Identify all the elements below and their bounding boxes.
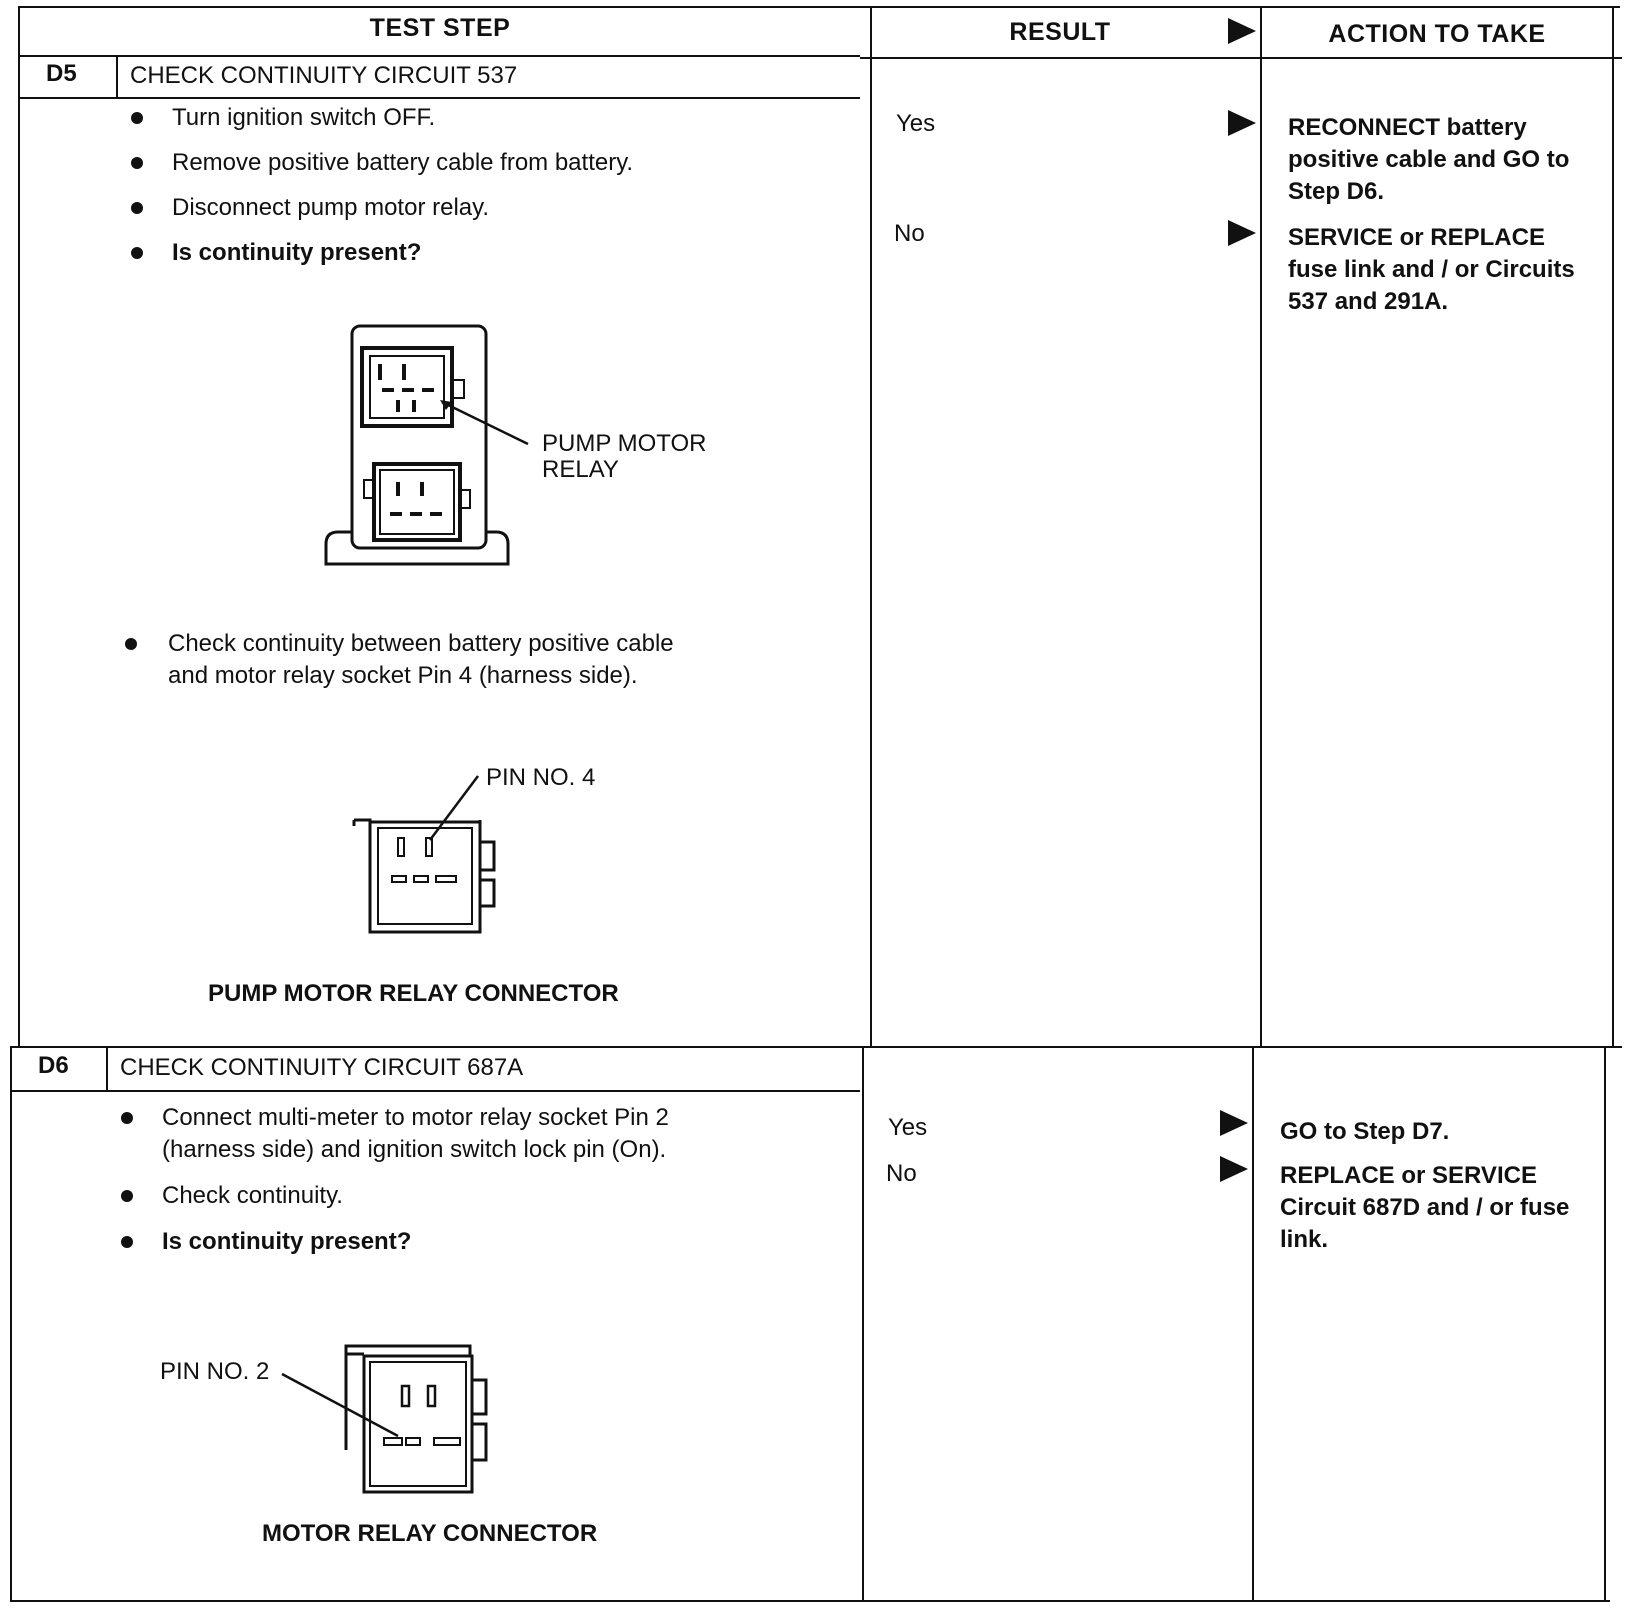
header-test-step: TEST STEP bbox=[369, 14, 511, 42]
action-line: link. bbox=[1280, 1226, 1329, 1253]
result-col-left-top bbox=[870, 6, 872, 1046]
table-top-border bbox=[20, 6, 1620, 8]
result-arrow-icon bbox=[1228, 220, 1256, 246]
step-divider bbox=[10, 1046, 1622, 1048]
result-arrow-icon bbox=[1228, 110, 1256, 136]
bullet-icon bbox=[131, 112, 143, 124]
d6-question: Is continuity present? bbox=[162, 1228, 412, 1255]
d5-action-no: SERVICE or REPLACE fuse link and / or Ci… bbox=[1288, 222, 1575, 318]
action-line: REPLACE or SERVICE bbox=[1280, 1162, 1537, 1189]
action-line: 537 and 291A. bbox=[1288, 288, 1449, 315]
pump-motor-relay-label-1: PUMP MOTOR bbox=[542, 430, 707, 457]
d5-step-id: D5 bbox=[46, 60, 77, 87]
action-line: RECONNECT battery bbox=[1288, 114, 1527, 141]
left-border-top bbox=[18, 6, 20, 1046]
d5-instruction: Remove positive battery cable from batte… bbox=[172, 149, 634, 176]
pin-4-label: PIN NO. 4 bbox=[486, 764, 596, 791]
d5-step-title: CHECK CONTINUITY CIRCUIT 537 bbox=[130, 62, 518, 89]
d5-question: Is continuity present? bbox=[172, 239, 422, 266]
motor-relay-connector-caption: MOTOR RELAY CONNECTOR bbox=[262, 1520, 598, 1547]
pump-motor-relay-connector-caption: PUMP MOTOR RELAY CONNECTOR bbox=[208, 980, 619, 1007]
result-arrow-icon bbox=[1220, 1156, 1248, 1182]
d5-result-yes: Yes bbox=[896, 110, 936, 137]
action-line: positive cable and GO to bbox=[1288, 146, 1570, 173]
d6-instruction: Check continuity. bbox=[162, 1182, 343, 1209]
bullet-icon bbox=[131, 202, 143, 214]
d6-action-no: REPLACE or SERVICE Circuit 687D and / or… bbox=[1280, 1160, 1569, 1256]
header-result: RESULT bbox=[1009, 18, 1111, 46]
right-border-bottom bbox=[1604, 1046, 1606, 1602]
d5-action-yes: RECONNECT battery positive cable and GO … bbox=[1288, 112, 1569, 208]
bullet-icon bbox=[125, 638, 137, 650]
table-bottom-border bbox=[10, 1600, 1610, 1602]
d5-id-separator bbox=[116, 55, 118, 97]
pump-motor-relay-label-2: RELAY bbox=[542, 456, 619, 483]
pump-motor-relay-connector-diagram bbox=[352, 775, 496, 934]
left-border-bottom bbox=[10, 1046, 12, 1602]
d6-step-id: D6 bbox=[38, 1052, 69, 1079]
d6-title-divider bbox=[10, 1090, 860, 1092]
header-arrow-icon bbox=[1228, 18, 1256, 44]
d6-instruction: (harness side) and ignition switch lock … bbox=[162, 1136, 667, 1163]
action-col-left-top bbox=[1260, 6, 1262, 1046]
d5-instruction: Disconnect pump motor relay. bbox=[172, 194, 490, 221]
header-action-to-take: ACTION TO TAKE bbox=[1328, 20, 1546, 48]
bullet-icon bbox=[121, 1112, 133, 1124]
bullet-icon bbox=[131, 247, 143, 259]
right-border-top bbox=[1612, 6, 1614, 1046]
bullet-icon bbox=[121, 1236, 133, 1248]
d6-id-separator bbox=[106, 1046, 108, 1090]
action-line: GO to Step D7. bbox=[1280, 1118, 1450, 1145]
action-line: fuse link and / or Circuits bbox=[1288, 256, 1575, 283]
result-arrow-icon bbox=[1220, 1110, 1248, 1136]
bullet-icon bbox=[131, 157, 143, 169]
d5-result-no: No bbox=[894, 220, 925, 247]
d5-instruction-after: and motor relay socket Pin 4 (harness si… bbox=[168, 662, 638, 689]
action-line: SERVICE or REPLACE bbox=[1288, 224, 1545, 251]
pin-2-label: PIN NO. 2 bbox=[160, 1358, 270, 1385]
d5-instruction-after: Check continuity between battery positiv… bbox=[168, 630, 674, 657]
d6-instruction: Connect multi-meter to motor relay socke… bbox=[162, 1104, 669, 1131]
result-col-left-bottom bbox=[862, 1046, 864, 1602]
d6-action-yes: GO to Step D7. bbox=[1280, 1116, 1449, 1148]
header-divider-left bbox=[20, 55, 860, 57]
pump-motor-relay-diagram bbox=[324, 324, 529, 566]
d6-step-title: CHECK CONTINUITY CIRCUIT 687A bbox=[120, 1054, 524, 1081]
action-col-left-bottom bbox=[1252, 1046, 1254, 1602]
action-line: Circuit 687D and / or fuse bbox=[1280, 1194, 1570, 1221]
action-line: Step D6. bbox=[1288, 178, 1385, 205]
header-divider-right bbox=[860, 57, 1622, 59]
d5-instruction: Turn ignition switch OFF. bbox=[172, 104, 436, 131]
bullet-icon bbox=[121, 1190, 133, 1202]
motor-relay-connector-diagram bbox=[281, 1344, 488, 1494]
d6-result-no: No bbox=[886, 1160, 917, 1187]
d6-result-yes: Yes bbox=[888, 1114, 928, 1141]
d5-title-divider bbox=[20, 97, 860, 99]
